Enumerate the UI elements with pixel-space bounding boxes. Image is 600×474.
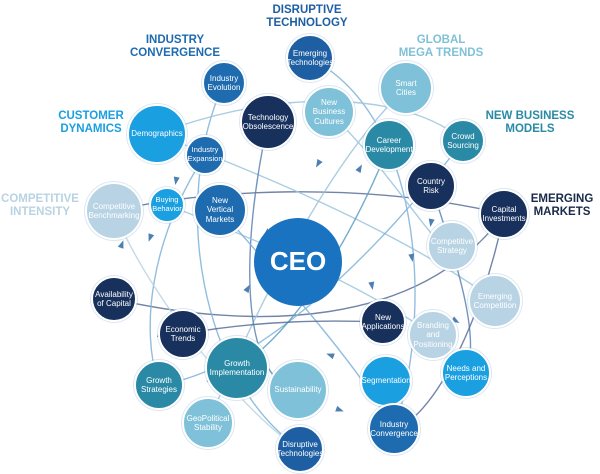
node-capital-investments: Capital Investments: [479, 189, 529, 239]
arrowhead-icon: [335, 405, 344, 412]
node-demographics: Demographics: [127, 104, 187, 164]
category-label-disruptive-technology: DISRUPTIVE TECHNOLOGY: [266, 4, 348, 29]
node-crowd-sourcing: Crowd Sourcing: [441, 119, 485, 163]
node-industry-expansion: Industry Expansion: [185, 135, 225, 175]
arrowhead-icon: [117, 240, 124, 249]
category-label-global-mega-trends: GLOBAL MEGA TRENDS: [398, 34, 484, 59]
category-label-emerging-markets: EMERGING MARKETS: [530, 193, 594, 218]
node-emerging-competition: Emerging Competition: [468, 274, 522, 328]
arrowhead-icon: [355, 164, 362, 173]
node-growth-strategies: Growth Strategies: [134, 360, 184, 410]
node-needs-and-perceptions: Needs and Perceptions: [441, 348, 491, 398]
node-disruptive-technologies: Disruptive Technologies: [276, 425, 324, 473]
node-competitive-benchmarking: Competitive Benchmarking: [85, 182, 143, 240]
category-label-new-business-models: NEW BUSINESS MODELS: [485, 110, 575, 135]
node-new-business-cultures: New Business Cultures: [303, 86, 355, 138]
node-smart-cities: Smart Cities: [379, 61, 433, 115]
node-availability-of-capital: Availability of Capital: [91, 276, 137, 322]
category-label-customer-dynamics: CUSTOMER DYNAMICS: [58, 110, 124, 135]
node-new-vertical-markets: New Vertical Markets: [193, 183, 247, 237]
category-label-competitive-intensity: COMPETITIVE INTENSITY: [1, 193, 79, 218]
node-new-applications: New Applications: [360, 299, 406, 345]
node-buying-behavior: Buying Behavior: [149, 187, 185, 223]
connector-curve: [113, 210, 301, 450]
node-emerging-technologies: Emerging Technologies: [286, 34, 334, 82]
node-industry-convergence: Industry Convergence: [368, 403, 420, 455]
node-competitive-strategy: Competitive Strategy: [427, 221, 477, 271]
node-branding-and-positioning: Branding and Positioning: [408, 310, 458, 360]
node-economic-trends: Economic Trends: [158, 309, 208, 359]
arrowhead-icon: [243, 284, 250, 293]
arrowhead-icon: [408, 253, 415, 262]
arrowhead-icon: [173, 176, 180, 185]
node-technology-obsolescence: Technology Obsolescence: [240, 94, 296, 150]
node-geopolitical-stability: GeoPolitical Stability: [182, 397, 234, 449]
arrowhead-icon: [316, 159, 323, 168]
node-career-development: Career Development: [363, 119, 415, 171]
node-country-risk: Country Risk: [406, 161, 456, 211]
node-growth-implementation: Growth Implementation: [205, 336, 269, 400]
arrowhead-icon: [148, 233, 155, 242]
node-segmentation: Segmentation: [360, 355, 412, 407]
arrowhead-icon: [326, 353, 335, 360]
node-industry-evolution: Industry Evolution: [202, 61, 246, 105]
arrowhead-icon: [368, 281, 375, 290]
category-label-industry-convergence: INDUSTRY CONVERGENCE: [129, 34, 221, 59]
arrowhead-icon: [428, 218, 435, 227]
node-sustainability: Sustainability: [268, 360, 328, 420]
ceo-node: CEO: [254, 218, 342, 306]
connector-curve: [196, 82, 301, 450]
